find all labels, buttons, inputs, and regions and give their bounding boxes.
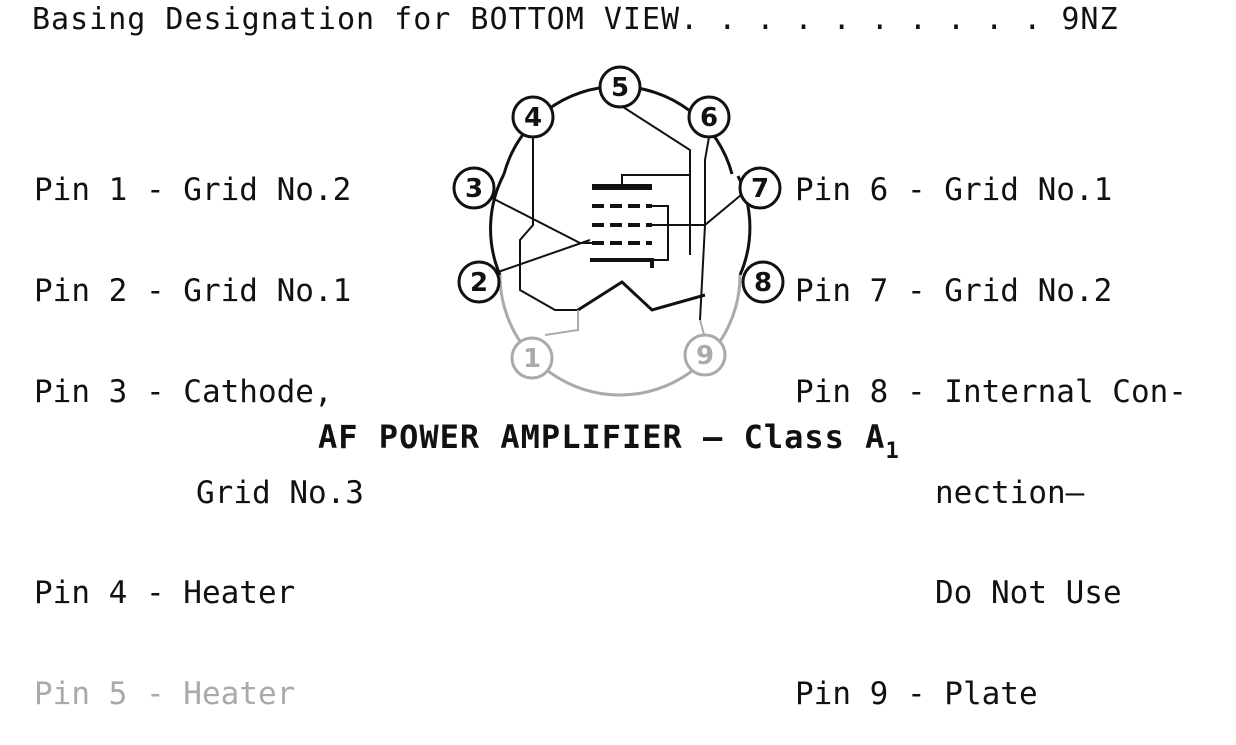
pin-2-lead — [497, 239, 591, 273]
pin-4-lead — [519, 137, 578, 311]
pin-4-number: 4 — [524, 103, 542, 133]
title-subscript: 1 — [885, 439, 900, 464]
pin-8-label-cont: nection— — [935, 474, 1085, 511]
pin-4-label: Pin 4 - Heater — [34, 575, 296, 612]
cathode-loop — [652, 205, 669, 261]
pin-7-number: 7 — [751, 174, 769, 204]
pin-2-label: Pin 2 - Grid No.1 — [34, 272, 352, 309]
pin-9-number: 9 — [696, 341, 714, 371]
pin-5-lead — [619, 104, 691, 175]
pin-2-circle — [457, 260, 501, 304]
pin-3-circle — [452, 166, 496, 210]
pin-6-circle — [687, 95, 731, 139]
basing-code: 9NZ — [1061, 2, 1119, 37]
pin-2-number: 2 — [470, 268, 488, 298]
cathode — [590, 258, 654, 268]
pin-6-number: 6 — [700, 103, 718, 133]
pin-9-label: Pin 9 - Plate — [795, 676, 1038, 713]
header-label: Basing Designation for BOTTOM VIEW — [32, 2, 681, 37]
pin-1-circle — [510, 336, 554, 380]
pin-5-circle — [598, 65, 642, 109]
header-leader: . . . . . . . . . . — [680, 2, 1043, 37]
pin-5-number: 5 — [611, 73, 629, 103]
heater — [577, 280, 706, 312]
pin-8-label-cont2: Do Not Use — [935, 575, 1122, 612]
plate-lead — [621, 174, 691, 255]
pin-8-number: 8 — [754, 268, 772, 298]
pin-8-circle — [741, 260, 785, 304]
pin-7-label: Pin 7 - Grid No.2 — [795, 272, 1113, 309]
pin-3-number: 3 — [465, 174, 483, 204]
pin-3-label-cont: Grid No.3 — [196, 474, 364, 511]
pin-1-label: Pin 1 - Grid No.2 — [34, 172, 352, 209]
pin-5-label: Pin 5 - Heater — [34, 676, 296, 713]
title-main: AF POWER AMPLIFIER — Class A — [318, 418, 886, 456]
pin-1-number: 1 — [523, 344, 541, 374]
pin-9-circle — [683, 333, 727, 377]
pin-4-circle — [511, 95, 555, 139]
envelope-lower — [498, 274, 742, 397]
tube-basing-diagram: 1 2 3 4 5 6 7 8 9 — [452, 65, 785, 397]
pin-6-lead — [652, 136, 710, 226]
pin-6-label: Pin 6 - Grid No.1 — [795, 172, 1113, 209]
pin-7-circle — [738, 166, 782, 210]
diagram-title: AF POWER AMPLIFIER — Class A1 — [318, 418, 900, 464]
pin-8-label: Pin 8 - Internal Con- — [795, 373, 1187, 410]
pin-7-lead — [699, 194, 742, 321]
basing-designation-header: Basing Designation for BOTTOM VIEW. . . … — [32, 2, 1119, 37]
pin-3-lead — [491, 197, 592, 244]
envelope-left — [489, 173, 506, 276]
pin-1-lead — [544, 310, 579, 336]
pin-3-label: Pin 3 - Cathode, — [34, 373, 333, 410]
